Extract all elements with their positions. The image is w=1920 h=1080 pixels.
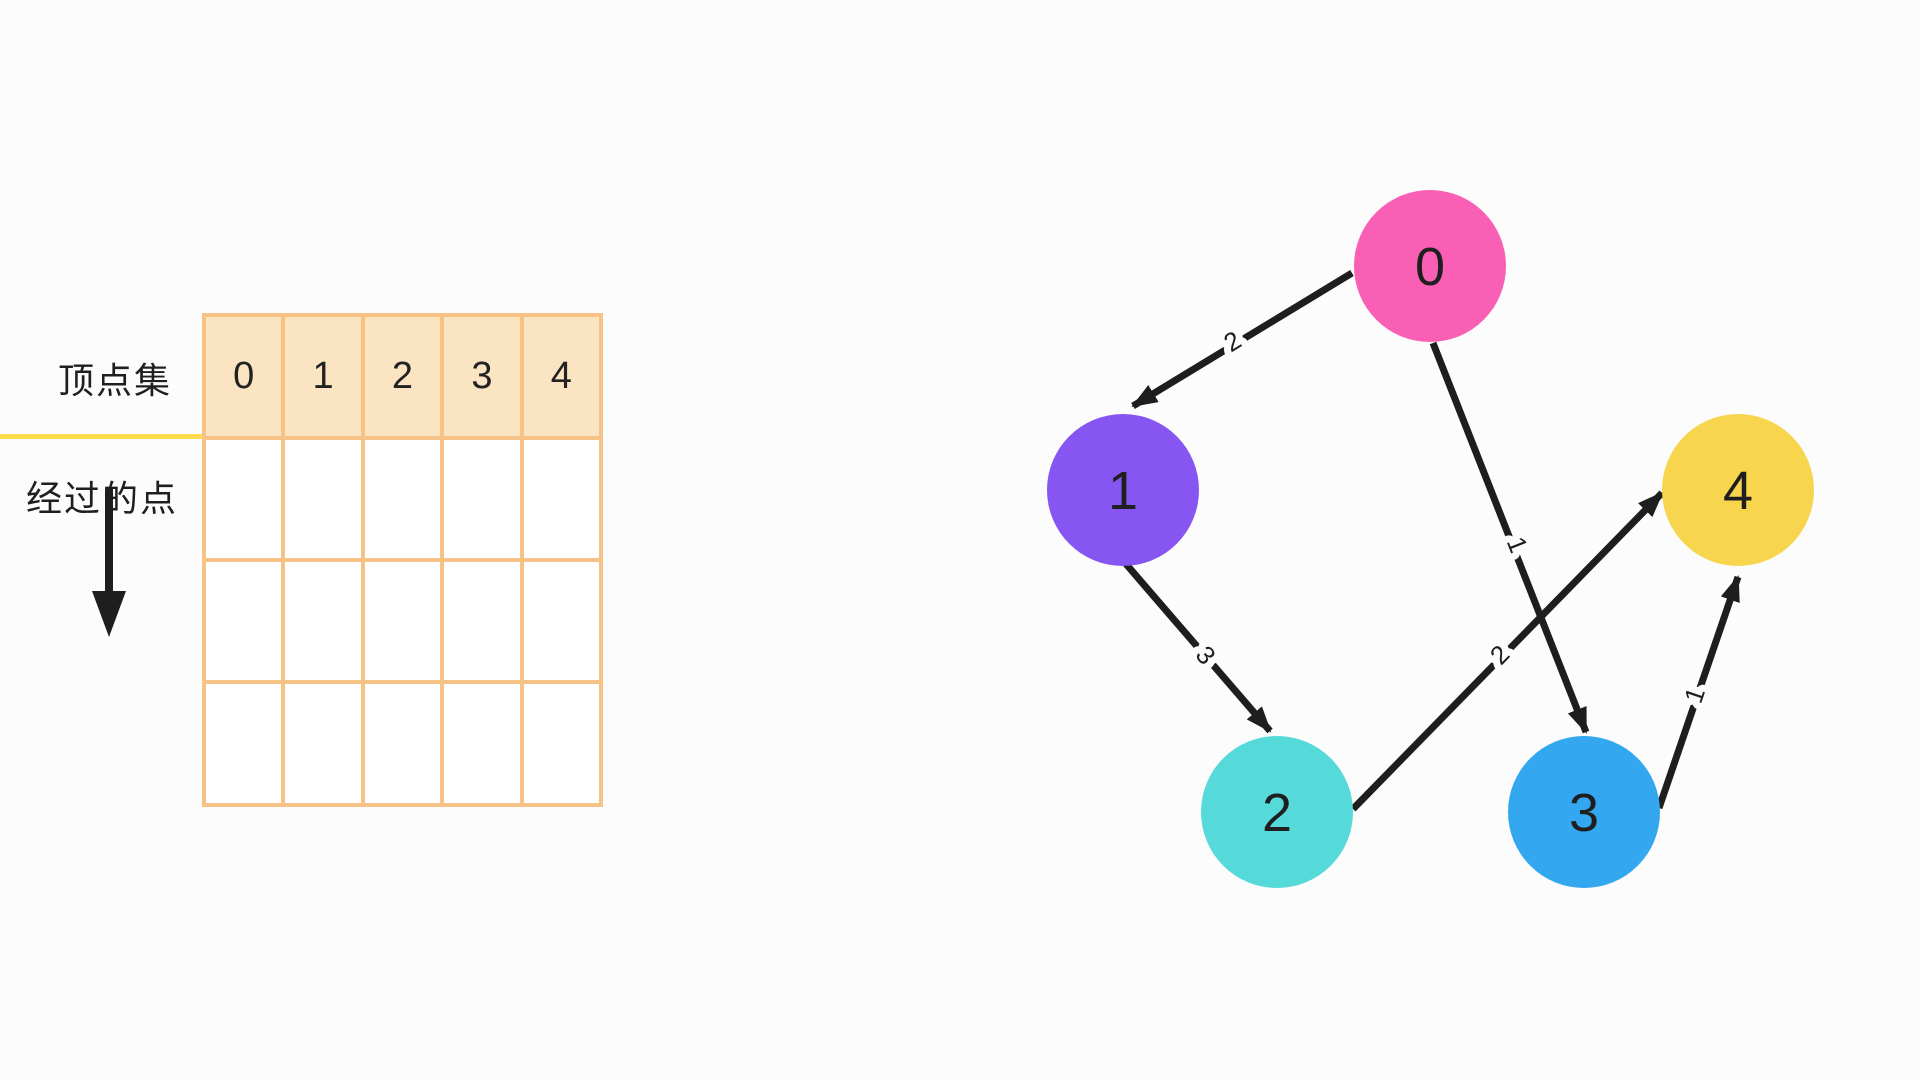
node-1-label: 1 — [1108, 461, 1138, 521]
node-4-circle — [1662, 414, 1814, 566]
table-cell — [523, 561, 599, 681]
table-cell — [285, 561, 361, 681]
vertex-set-label: 顶点集 — [57, 360, 172, 401]
table-cell — [285, 684, 361, 803]
table-cell — [364, 684, 441, 803]
node-4: 4 — [1662, 414, 1814, 566]
table-cell — [206, 684, 282, 803]
edge-0-3: 1 — [1429, 341, 1590, 734]
divider-line — [0, 434, 203, 439]
table-cell — [444, 439, 520, 558]
table-header-cell: 3 — [444, 317, 520, 436]
table-header-cell: 4 — [523, 317, 599, 436]
vertex-table: 0 1 2 3 4 — [202, 313, 603, 807]
node-2-circle — [1201, 736, 1353, 888]
node-3: 3 — [1508, 736, 1660, 888]
edge-3-4: 1 — [1655, 575, 1742, 810]
node-2-label: 2 — [1262, 783, 1292, 843]
down-arrow-icon — [92, 489, 126, 637]
table-header-cell: 1 — [285, 317, 361, 436]
edge-weight-label: 1 — [1678, 683, 1711, 706]
table-cell — [206, 561, 282, 681]
node-1: 1 — [1047, 414, 1199, 566]
node-3-circle — [1508, 736, 1660, 888]
table-cell — [523, 684, 599, 803]
table-cell — [364, 561, 441, 681]
node-3-label: 3 — [1569, 783, 1599, 843]
node-4-label: 4 — [1723, 461, 1753, 521]
table-cell — [444, 684, 520, 803]
node-2: 2 — [1201, 736, 1353, 888]
table-header-cell: 2 — [364, 317, 441, 436]
passed-points-label: 经过的点 — [26, 478, 179, 519]
edge-0-1: 2 — [1131, 270, 1354, 409]
node-0-circle — [1354, 190, 1506, 342]
table-cell — [206, 439, 282, 558]
table-cell — [364, 439, 441, 558]
table-cell — [444, 561, 520, 681]
table-cell — [523, 439, 599, 558]
edge-1-2: 3 — [1123, 561, 1273, 734]
table-cell — [285, 439, 361, 558]
node-0-label: 0 — [1415, 237, 1445, 297]
node-0: 0 — [1354, 190, 1506, 342]
node-1-circle — [1047, 414, 1199, 566]
table-header-cell: 0 — [206, 317, 282, 436]
